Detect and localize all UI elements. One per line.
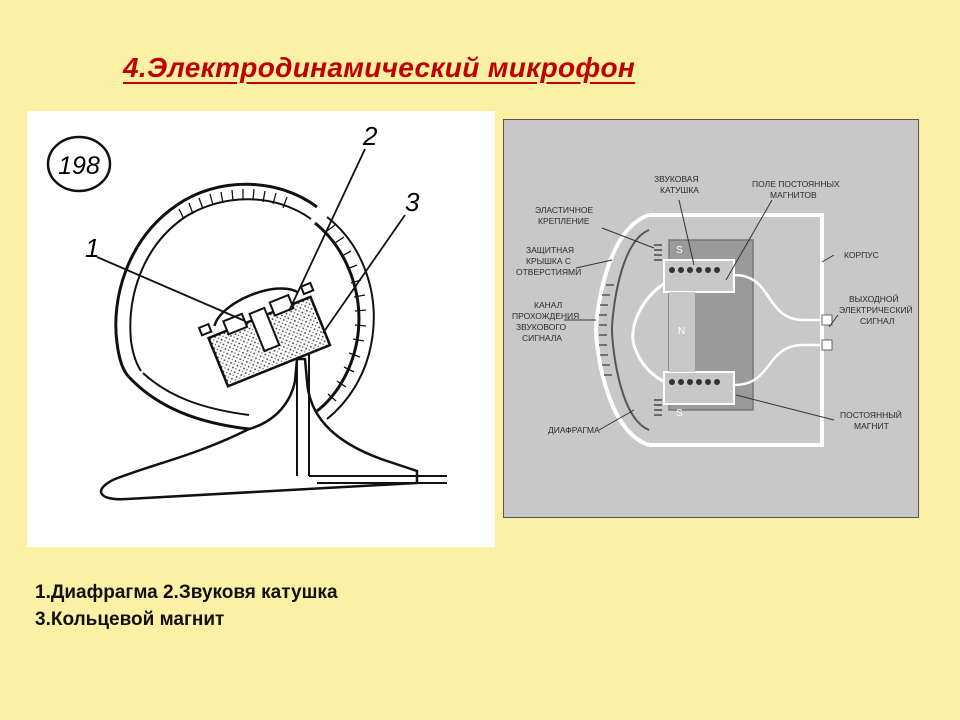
label-permanent-magnet-2: МАГНИТ <box>854 421 889 431</box>
label-diaphragm: ДИАФРАГМА <box>548 425 600 435</box>
pole-s-bottom: S <box>676 408 683 419</box>
microphone-schematic: S S N <box>503 119 919 518</box>
diaphragm-curve <box>631 276 680 390</box>
outer-shell <box>114 182 318 379</box>
label-protective-cover-1: ЗАЩИТНАЯ <box>526 245 574 255</box>
caption-line-2: 3.Кольцевой магнит <box>35 609 225 630</box>
label-protective-cover-3: ОТВЕРСТИЯМИ <box>516 267 581 277</box>
label-output-3: СИГНАЛ <box>860 316 894 326</box>
label-sound-channel-3: ЗВУКОВОГО <box>516 322 567 332</box>
stand-base <box>99 357 419 501</box>
cover-perforations <box>599 284 614 376</box>
label-output-1: ВЫХОДНОЙ <box>849 293 899 304</box>
label-elastic-mount-2: КРЕПЛЕНИЕ <box>538 216 590 226</box>
label-sound-channel-2: ПРОХОЖДЕНИЯ <box>512 311 579 321</box>
label-magnet-field-2: МАГНИТОВ <box>770 190 817 200</box>
caption-line-1: 1.Диафрагма 2.Звуковя катушка <box>35 582 338 603</box>
label-voice-coil-1: ЗВУКОВАЯ <box>654 174 699 184</box>
capsule-assembly <box>197 281 332 388</box>
output-terminal-top <box>821 314 833 326</box>
pole-s-top: S <box>676 245 683 256</box>
voice-coil-top <box>669 267 720 273</box>
microphone-schematic-svg: S S N <box>512 174 913 447</box>
label-protective-cover-2: КРЫШКА С <box>526 256 571 266</box>
label-housing: КОРПУС <box>844 250 879 260</box>
figure-number-badge: 198 <box>46 135 112 193</box>
shell-hatching <box>178 188 288 220</box>
pole-n: N <box>678 326 685 337</box>
microphone-section-drawing: 198 <box>27 111 495 547</box>
page-title: 4.Электродинамический микрофон <box>123 52 636 83</box>
label-output-2: ЭЛЕКТРИЧЕСКИЙ <box>839 304 913 315</box>
label-magnet-field-1: ПОЛЕ ПОСТОЯННЫХ <box>752 179 840 189</box>
label-voice-coil-2: КАТУШКА <box>660 185 699 195</box>
elastic-mount <box>654 244 662 416</box>
label-elastic-mount-1: ЭЛАСТИЧНОЕ <box>535 205 593 215</box>
output-terminal-bottom <box>821 339 833 351</box>
label-sound-channel-1: КАНАЛ <box>534 300 562 310</box>
microphone-section-svg: 198 <box>46 121 447 501</box>
leader-lines <box>564 199 839 431</box>
callout-2: 2 <box>362 121 378 151</box>
label-sound-channel-4: СИГНАЛА <box>522 333 562 343</box>
callout-3: 3 <box>405 187 420 217</box>
housing-body <box>593 213 824 447</box>
wire-top <box>733 273 824 322</box>
voice-coil-bottom <box>669 379 720 385</box>
label-permanent-magnet-1: ПОСТОЯННЫЙ <box>840 409 902 420</box>
diaphragm-shape <box>213 287 299 327</box>
wire-bottom <box>733 343 824 387</box>
figure-number: 198 <box>58 152 100 180</box>
callout-1: 1 <box>85 233 99 263</box>
